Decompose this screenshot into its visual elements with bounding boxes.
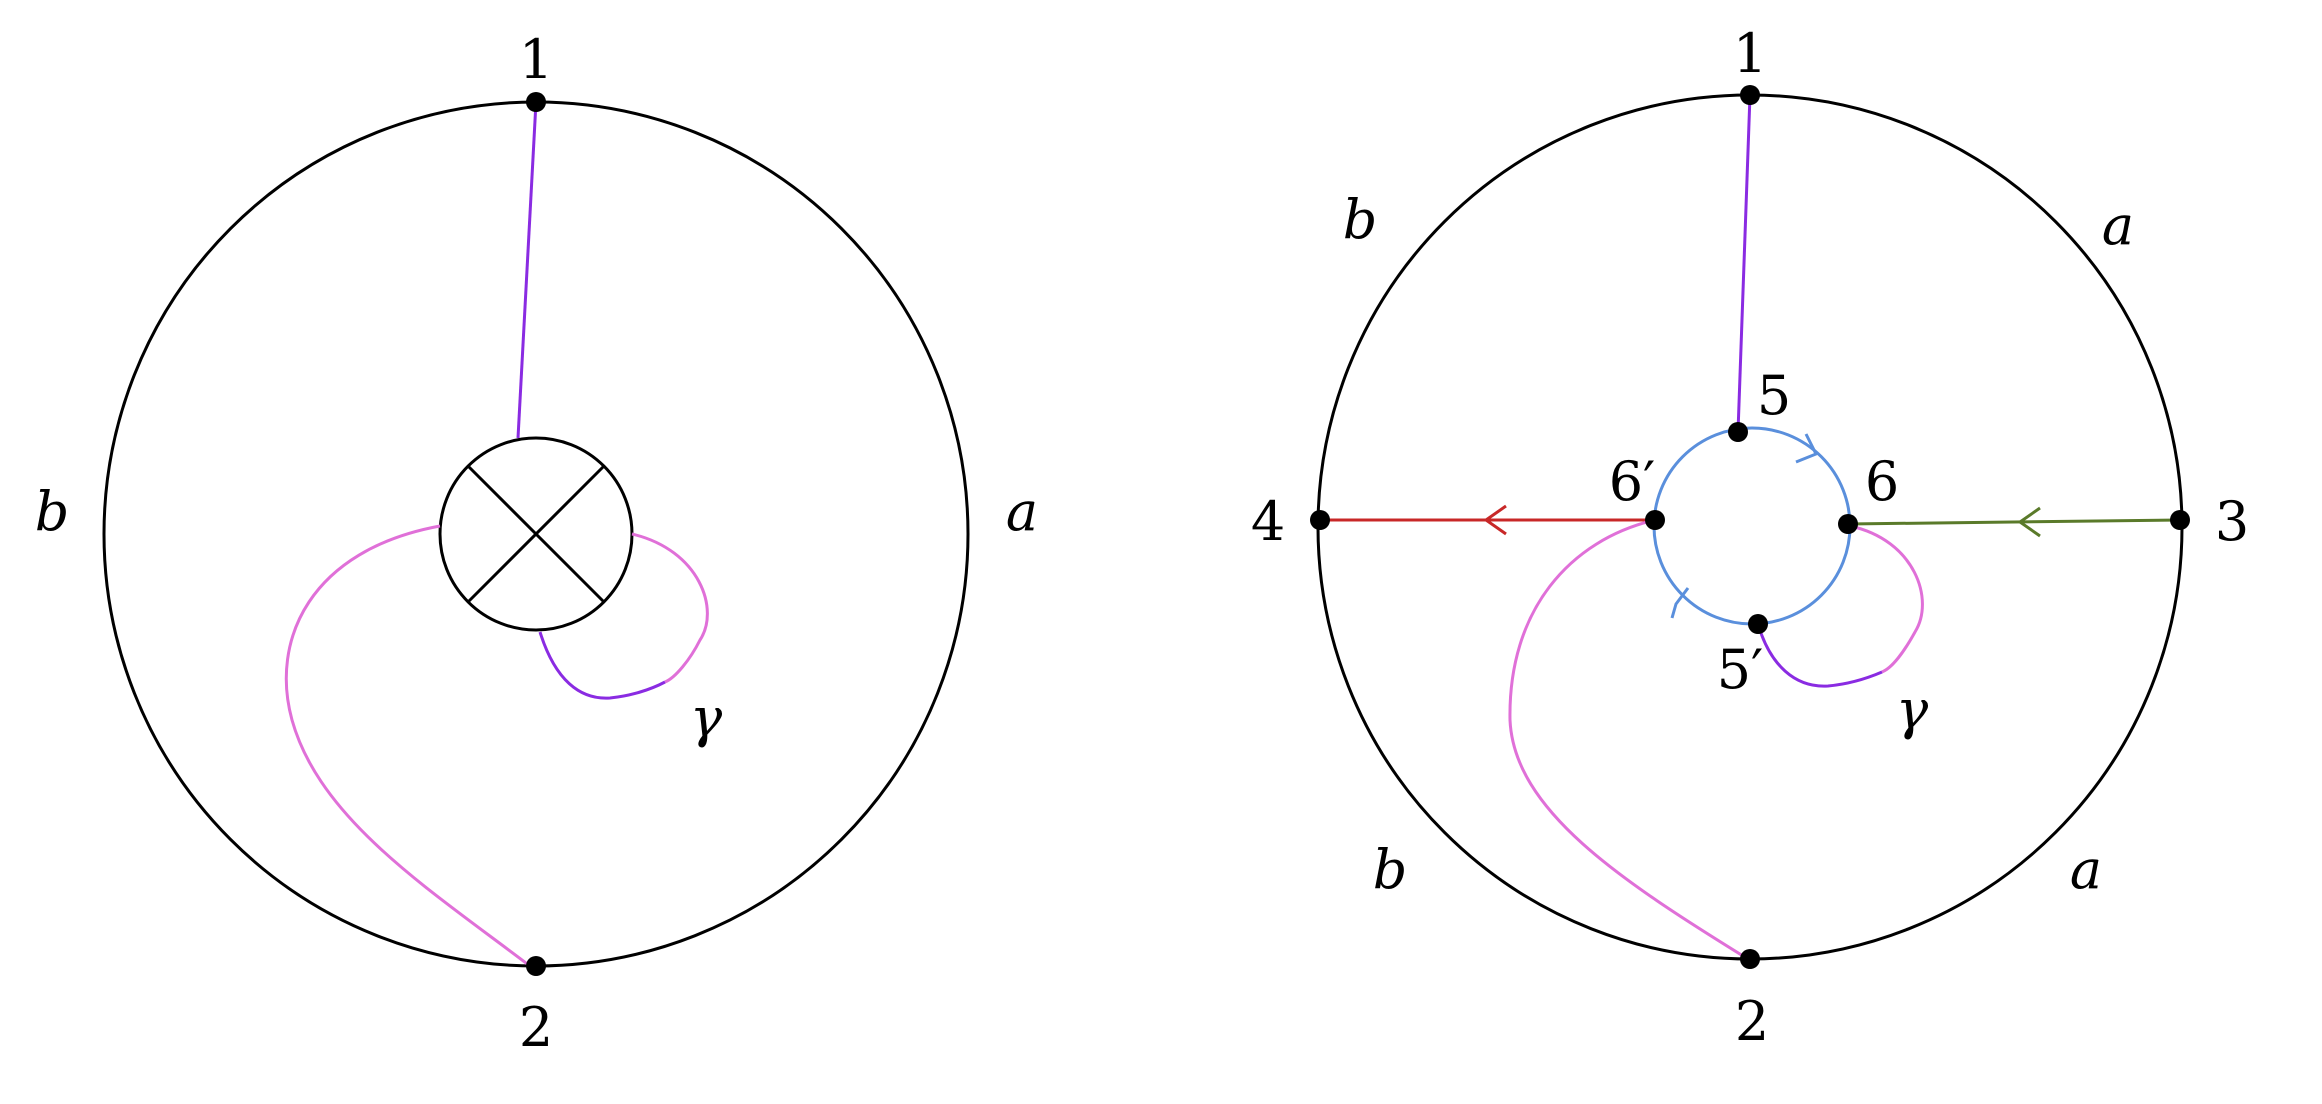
right-blue-arrow-top	[1795, 433, 1819, 464]
left-vertex-1-dot	[526, 92, 546, 112]
right-green-edge	[1847, 518, 2181, 526]
right-outer-circle	[1316, 93, 2184, 961]
right-vertex-5prime-label: 5′	[1717, 638, 1764, 701]
right-vertex-4-label: 4	[1251, 490, 1285, 553]
left-gamma-label: γ	[690, 686, 723, 749]
right-side-label-upper-b: b	[1343, 188, 1378, 251]
left-purple-arc-gamma	[538, 631, 666, 700]
right-side-label-lower-a: a	[2070, 838, 2102, 901]
right-side-label-upper-a: a	[2102, 194, 2134, 257]
right-green-arrow	[2017, 506, 2041, 538]
left-vertex-2-label: 2	[519, 996, 553, 1059]
right-vertex-5prime-dot	[1748, 614, 1768, 634]
left-vertex-2-dot	[526, 956, 546, 976]
left-pink-arc-bottom	[284, 524, 531, 968]
left-diagram: 1 2 b a γ	[35, 28, 1038, 1059]
right-gamma-label: γ	[1896, 678, 1929, 741]
right-vertex-1-dot	[1740, 85, 1760, 105]
left-pink-arc-gamma	[631, 532, 709, 684]
left-vertex-1-label: 1	[519, 28, 553, 91]
right-vertex-3-dot	[2170, 510, 2190, 530]
left-side-label-a: a	[1006, 480, 1038, 543]
right-vertex-3-label: 3	[2215, 490, 2249, 553]
right-vertex-6-dot	[1838, 514, 1858, 534]
right-vertex-4-dot	[1310, 510, 1330, 530]
right-side-label-lower-b: b	[1373, 838, 1408, 901]
right-diagram: 1 2 3 4 5 5′ 6 6′ b a b a γ	[1251, 22, 2249, 1053]
left-purple-arc-top	[516, 101, 538, 439]
right-purple-arc-gamma	[1756, 623, 1883, 688]
right-vertex-5-dot	[1728, 422, 1748, 442]
right-red-arrow	[1483, 504, 1507, 536]
right-vertex-2-dot	[1740, 949, 1760, 969]
right-pink-arc-bottom	[1508, 518, 1749, 961]
left-side-label-b: b	[35, 480, 70, 543]
right-vertex-2-label: 2	[1735, 990, 1769, 1053]
left-crosscap-cross-b	[466, 464, 606, 604]
right-vertex-6prime-label: 6′	[1609, 450, 1656, 513]
right-vertex-6prime-dot	[1645, 510, 1665, 530]
right-vertex-5-label: 5	[1757, 364, 1791, 427]
right-vertex-1-label: 1	[1733, 22, 1767, 85]
right-blue-arrow-bottom	[1670, 587, 1690, 619]
right-purple-arc-top	[1736, 94, 1752, 433]
right-vertex-6-label: 6	[1865, 450, 1899, 513]
right-pink-arc-gamma	[1849, 524, 1924, 674]
